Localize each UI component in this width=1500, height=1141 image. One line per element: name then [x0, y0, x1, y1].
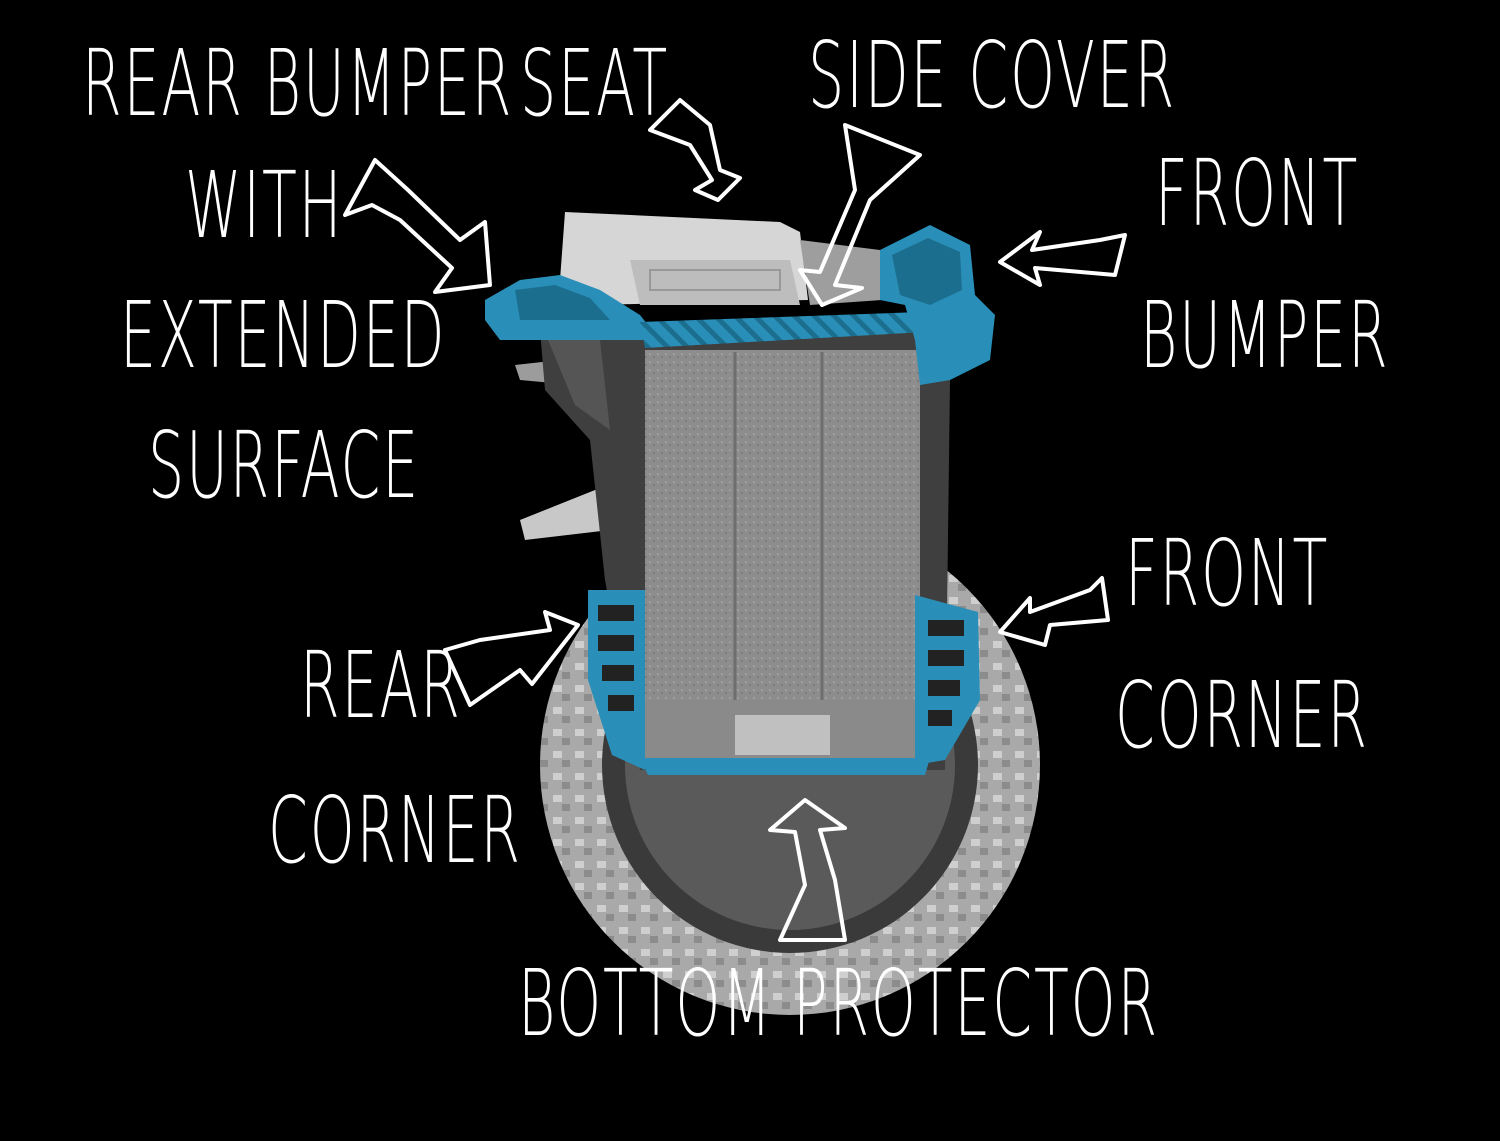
front-bumper-arrow: [998, 230, 1127, 287]
label-front-bumper-line1: Front: [1155, 140, 1360, 247]
center-plate: [645, 350, 920, 765]
label-side-cover: side cover: [808, 22, 1177, 129]
label-rear-corner-line1: Rear: [300, 632, 462, 739]
top-rail: [640, 312, 925, 348]
label-bottom-protector: Bottom protector: [518, 950, 1159, 1057]
rear-corner-arrow: [443, 610, 580, 707]
label-front-corner-line1: Front: [1125, 520, 1330, 627]
side-cover-arrow: [798, 123, 922, 307]
rear-bumper: [485, 275, 660, 340]
bottom-protector: [640, 758, 930, 775]
bottom-protector-arrow: [768, 798, 847, 942]
label-rear-bumper-line3: Extended: [120, 282, 447, 389]
front-corner-guard: [915, 595, 980, 765]
rear-corner-guard: [588, 590, 645, 770]
seat: [560, 212, 808, 305]
label-rear-bumper-line2: With: [185, 152, 344, 259]
seat-arrow: [648, 98, 742, 202]
label-seat: Seat: [520, 30, 670, 137]
front-corner-arrow: [998, 576, 1110, 647]
label-rear-bumper-line1: Rear bumper: [82, 30, 514, 137]
rear-bumper-arrow: [343, 158, 492, 294]
label-rear-corner-line2: Corner: [268, 777, 522, 884]
label-front-bumper-line2: bumper: [1140, 282, 1390, 389]
label-front-corner-line2: Corner: [1115, 662, 1369, 769]
front-bumper: [880, 225, 995, 385]
label-rear-bumper-line4: Surface: [148, 412, 421, 519]
